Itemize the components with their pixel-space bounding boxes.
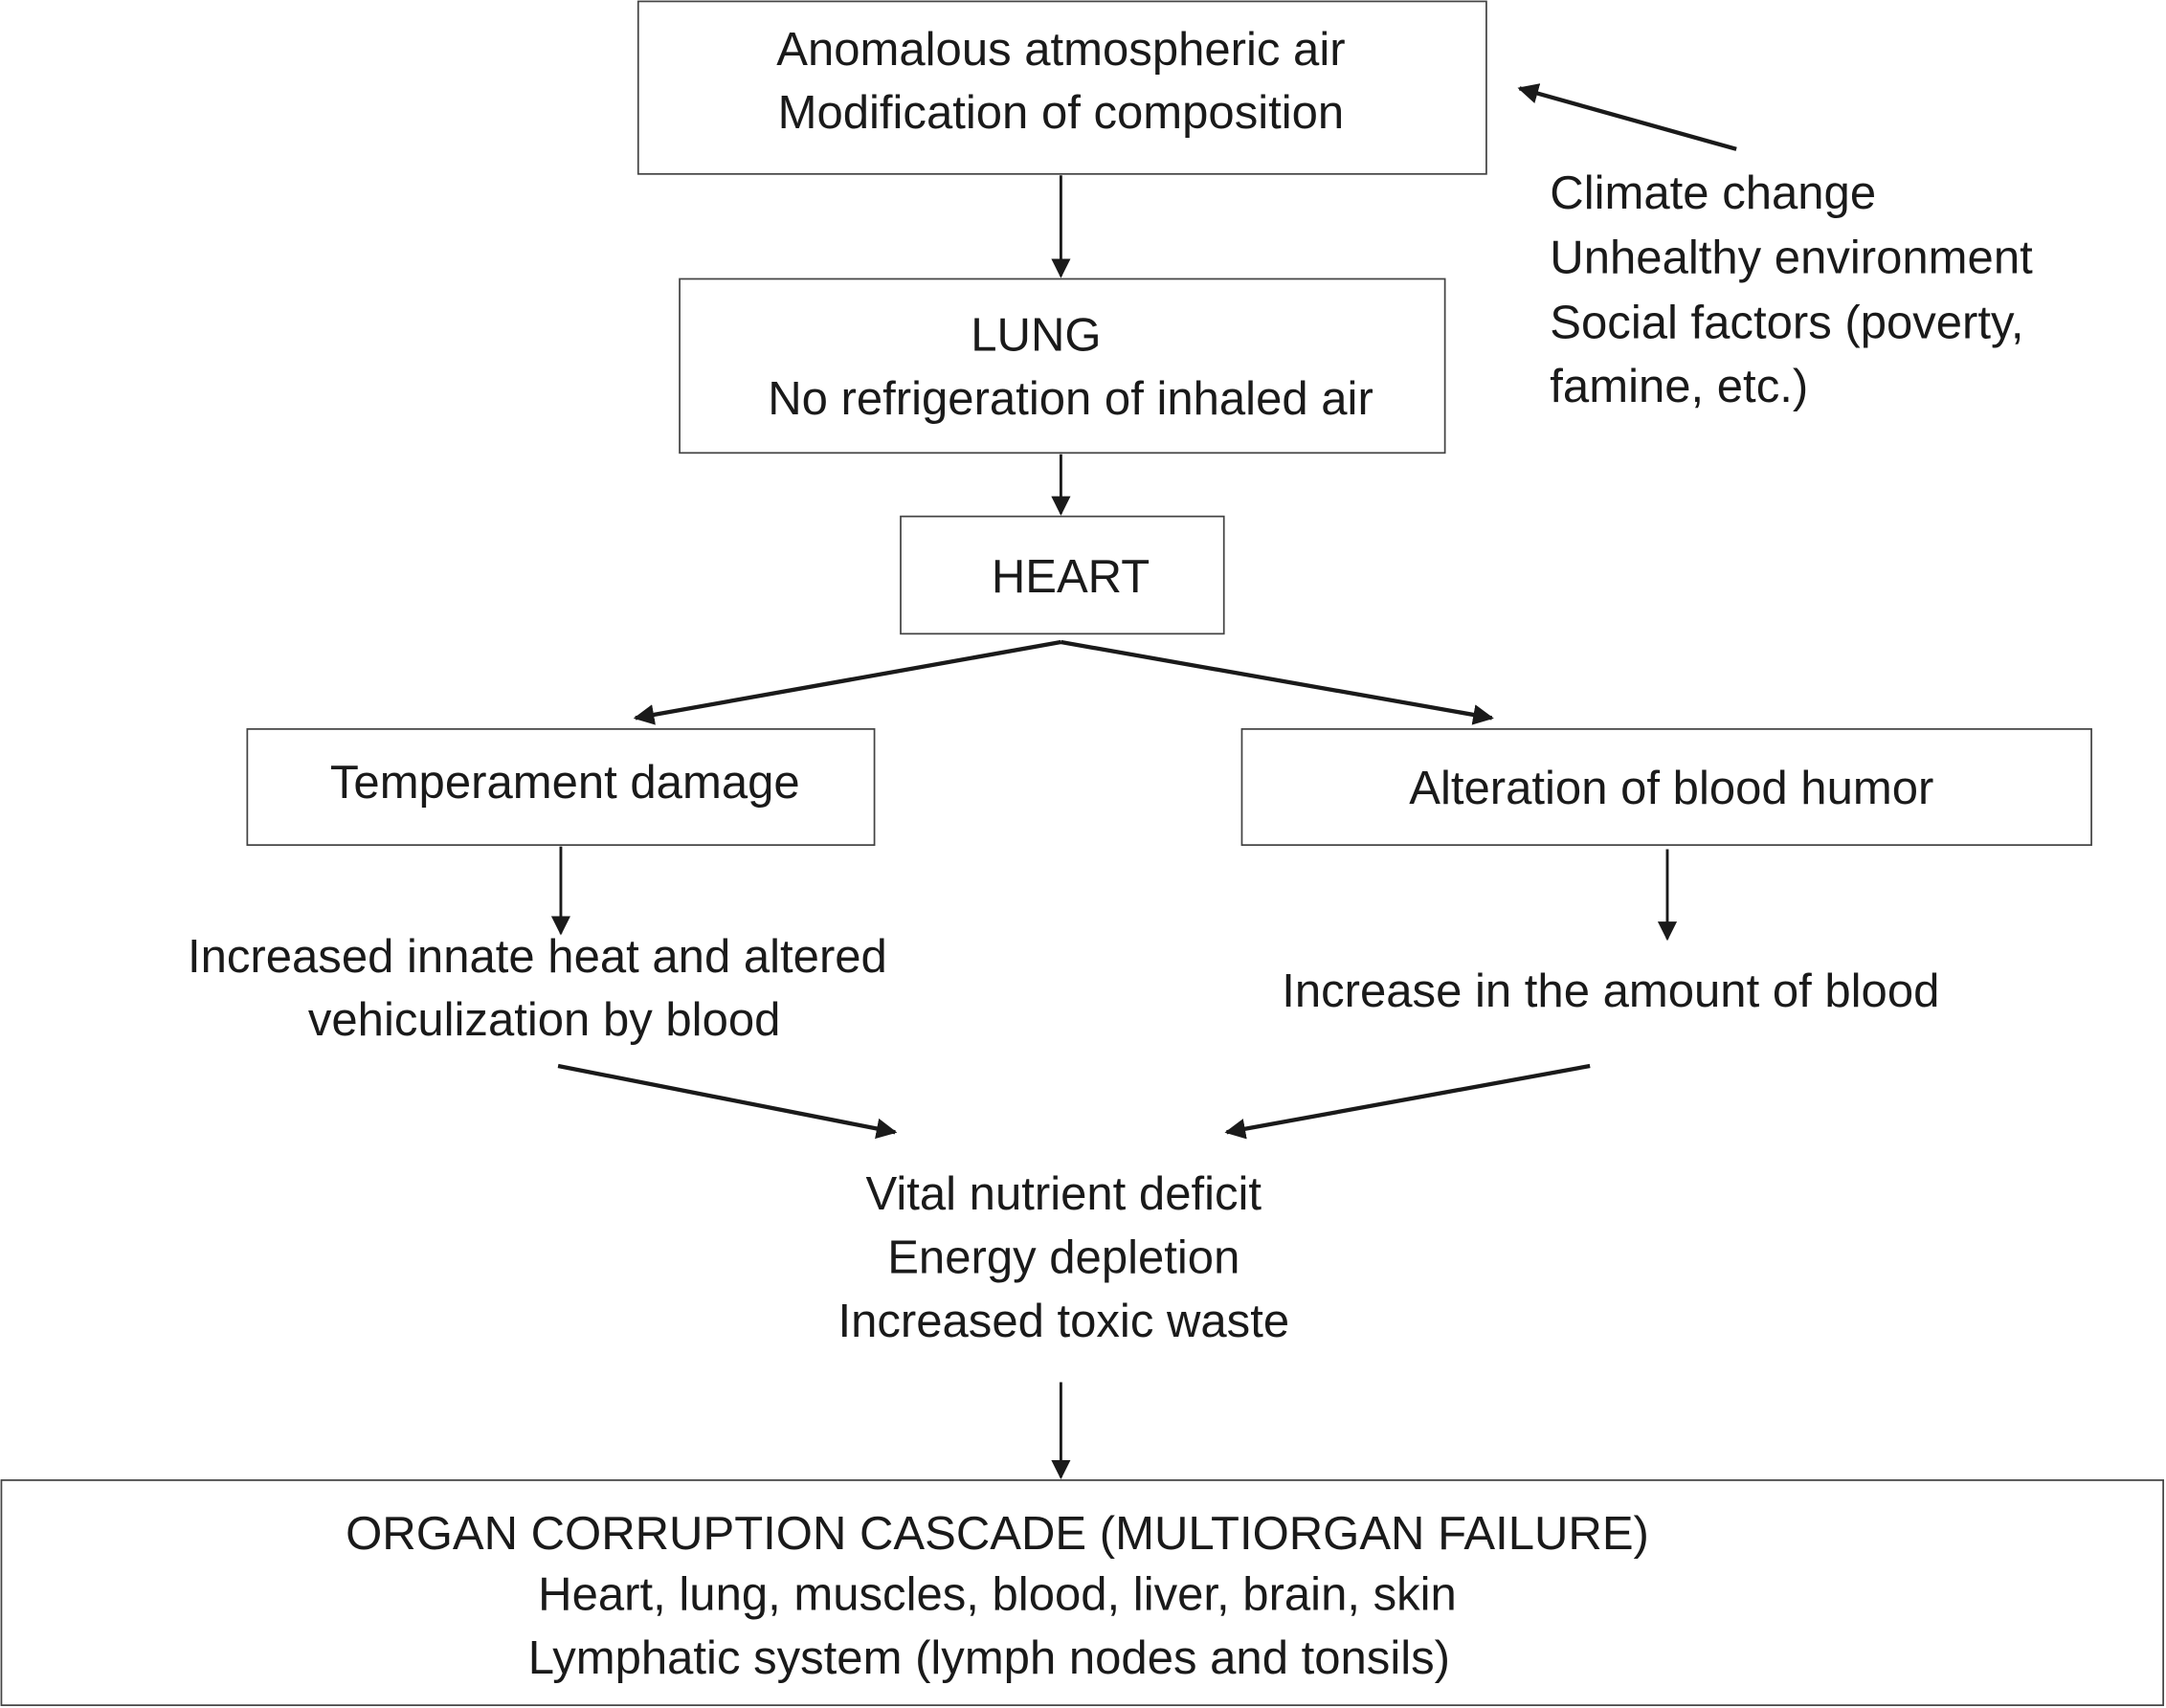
node-temperament-damage: Temperament damage (246, 728, 876, 846)
node-innate-heat-line-2: vehiculization by blood (308, 994, 781, 1046)
node-lung: LUNG No refrigeration of inhaled air (679, 277, 1446, 455)
node-innate-heat-line-1: Increased innate heat and altered (188, 931, 887, 983)
node-innate-heat: Increased innate heat and altered vehicu… (188, 931, 887, 1046)
node-organ-cascade-box (0, 1479, 2164, 1706)
node-atmospheric-air-line-1: Anomalous atmospheric air (776, 24, 1345, 76)
node-deficit-line-2: Energy depletion (887, 1231, 1239, 1283)
arrow-innate-heat-to-deficit (557, 1063, 898, 1140)
node-temperament-damage-line-1: Temperament damage (330, 757, 800, 809)
node-blood-amount: Increase in the amount of blood (1282, 965, 1939, 1017)
node-heart-line-1: HEART (992, 551, 1150, 603)
node-deficit-line-3: Increased toxic waste (837, 1296, 1289, 1347)
node-lung-line-2: No refrigeration of inhaled air (768, 373, 1373, 425)
node-atmospheric-air-line-2: Modification of composition (778, 87, 1345, 139)
node-causes-line-3: Social factors (poverty, (1550, 298, 2023, 349)
node-organ-cascade-line-3: Lymphatic system (lymph nodes and tonsil… (528, 1632, 1450, 1684)
arrow-blood-amount-to-deficit (1224, 1063, 1591, 1140)
node-temperament-damage-box (246, 728, 876, 846)
arrow-causes-to-atmospheric-air (1517, 83, 1737, 151)
arrow-heart-to-blood-humor (1061, 639, 1494, 725)
node-deficit-line-1: Vital nutrient deficit (866, 1168, 1262, 1220)
node-atmospheric-air-box (636, 0, 1487, 175)
node-blood-humor-box (1240, 728, 2092, 846)
node-atmospheric-air: Anomalous atmospheric air Modification o… (636, 0, 1487, 175)
node-causes-line-2: Unhealthy environment (1550, 233, 2033, 284)
node-deficit: Vital nutrient deficit Energy depletion … (837, 1168, 1289, 1347)
node-lung-line-1: LUNG (971, 310, 1101, 362)
node-causes-line-4: famine, etc.) (1550, 361, 1808, 412)
node-blood-amount-line-1: Increase in the amount of blood (1282, 965, 1939, 1017)
node-causes-line-1: Climate change (1550, 167, 1876, 219)
node-organ-cascade-line-2: Heart, lung, muscles, blood, liver, brai… (538, 1569, 1457, 1621)
node-heart-box (900, 515, 1225, 635)
node-blood-humor: Alteration of blood humor (1240, 728, 2092, 846)
node-organ-cascade: ORGAN CORRUPTION CASCADE (MULTIORGAN FAI… (0, 1479, 2164, 1706)
arrow-heart-to-temperament (633, 639, 1061, 725)
node-organ-cascade-line-1: ORGAN CORRUPTION CASCADE (MULTIORGAN FAI… (346, 1508, 1649, 1560)
node-heart: HEART (900, 515, 1225, 635)
node-causes: Climate change Unhealthy environment Soc… (1550, 167, 2033, 412)
node-lung-box (679, 277, 1446, 455)
node-blood-humor-line-1: Alteration of blood humor (1409, 763, 1933, 814)
